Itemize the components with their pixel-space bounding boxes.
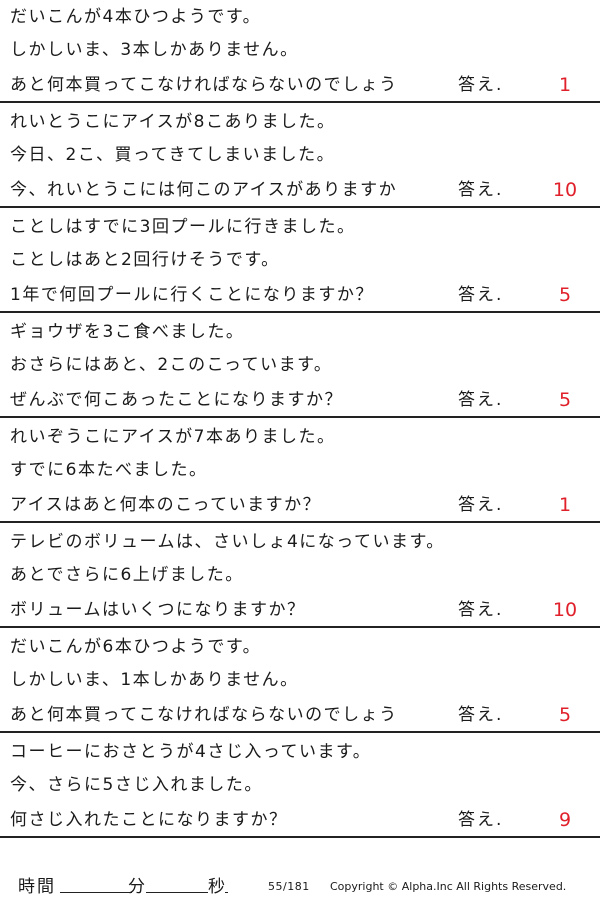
answer-label: 答え. — [458, 600, 504, 620]
seconds-label: 秒 — [208, 877, 225, 897]
answer-label: 答え. — [458, 705, 504, 725]
problem-line-1: だいこんが4本ひつようです。 — [10, 7, 262, 27]
problem-question: ぜんぶで何こあったことになりますか？ — [10, 390, 343, 410]
answer-rule — [0, 626, 600, 628]
problem-2: れいとうこにアイスが8こありました。 今日、2こ、買ってきてしまいました。 今、… — [0, 105, 600, 210]
answer-value: 1 — [558, 74, 572, 96]
problem-6: テレビのボリュームは、さいしょ4になっています。 あとでさらに6上げました。 ボ… — [0, 525, 600, 630]
answer-value: 5 — [558, 704, 572, 726]
footer: 時間 分 秒 55/181 Copyright © Alpha.Inc All … — [0, 870, 600, 900]
minutes-blank — [60, 892, 132, 893]
answer-label: 答え. — [458, 495, 504, 515]
problem-line-1: ギョウザを3こ食べました。 — [10, 322, 245, 342]
answer-rule — [0, 311, 600, 313]
problem-line-2: ことしはあと2回行けそうです。 — [10, 250, 280, 270]
problem-7: だいこんが6本ひつようです。 しかしいま、1本しかありません。 あと何本買ってこ… — [0, 630, 600, 735]
answer-value: 10 — [552, 179, 578, 201]
problem-line-2: しかしいま、1本しかありません。 — [10, 670, 299, 690]
problem-question: アイスはあと何本のこっていますか？ — [10, 495, 322, 515]
problem-line-2: すでに6本たべました。 — [10, 460, 208, 480]
problem-1: だいこんが4本ひつようです。 しかしいま、3本しかありません。 あと何本買ってこ… — [0, 0, 600, 105]
answer-rule — [0, 416, 600, 418]
problem-line-1: れいぞうこにアイスが7本ありました。 — [10, 427, 336, 447]
problem-line-1: テレビのボリュームは、さいしょ4になっています。 — [10, 532, 445, 552]
problem-question: あと何本買ってこなければならないのでしょう — [10, 75, 398, 95]
problem-line-2: おさらにはあと、2このこっています。 — [10, 355, 333, 375]
answer-value: 9 — [558, 809, 572, 831]
problem-4: ギョウザを3こ食べました。 おさらにはあと、2このこっています。 ぜんぶで何こあ… — [0, 315, 600, 420]
problem-line-1: だいこんが6本ひつようです。 — [10, 637, 262, 657]
problem-question: あと何本買ってこなければならないのでしょう — [10, 705, 398, 725]
answer-label: 答え. — [458, 390, 504, 410]
answer-value: 5 — [558, 284, 572, 306]
problem-question: 1年で何回プールに行くことになりますか？ — [10, 285, 374, 305]
seconds-blank — [146, 892, 208, 893]
problem-line-1: コーヒーにおさとうが4さじ入っています。 — [10, 742, 372, 762]
problem-3: ことしはすでに3回プールに行きました。 ことしはあと2回行けそうです。 1年で何… — [0, 210, 600, 315]
problem-question: 今、れいとうこには何このアイスがありますか — [10, 180, 398, 200]
problem-8: コーヒーにおさとうが4さじ入っています。 今、さらに5さじ入れました。 何さじ入… — [0, 735, 600, 840]
answer-rule — [0, 836, 600, 838]
seconds-underline-end — [225, 892, 228, 893]
answer-rule — [0, 731, 600, 733]
copyright-text: Copyright © Alpha.Inc All Rights Reserve… — [330, 880, 567, 893]
answer-rule — [0, 101, 600, 103]
answer-value: 5 — [558, 389, 572, 411]
answer-label: 答え. — [458, 75, 504, 95]
problem-5: れいぞうこにアイスが7本ありました。 すでに6本たべました。 アイスはあと何本の… — [0, 420, 600, 525]
problem-question: 何さじ入れたことになりますか？ — [10, 810, 288, 830]
answer-label: 答え. — [458, 285, 504, 305]
problem-line-2: 今日、2こ、買ってきてしまいました。 — [10, 145, 336, 165]
problem-line-1: れいとうこにアイスが8こありました。 — [10, 112, 336, 132]
problem-line-1: ことしはすでに3回プールに行きました。 — [10, 217, 356, 237]
problem-line-2: しかしいま、3本しかありません。 — [10, 40, 299, 60]
answer-value: 10 — [552, 599, 578, 621]
problem-question: ボリュームはいくつになりますか？ — [10, 600, 306, 620]
time-label: 時間 — [18, 877, 56, 897]
answer-rule — [0, 521, 600, 523]
minutes-label: 分 — [128, 877, 145, 897]
problem-line-2: 今、さらに5さじ入れました。 — [10, 775, 263, 795]
problem-line-2: あとでさらに6上げました。 — [10, 565, 244, 585]
answer-label: 答え. — [458, 810, 504, 830]
answer-value: 1 — [558, 494, 572, 516]
page-number: 55/181 — [268, 880, 310, 893]
answer-rule — [0, 206, 600, 208]
answer-label: 答え. — [458, 180, 504, 200]
